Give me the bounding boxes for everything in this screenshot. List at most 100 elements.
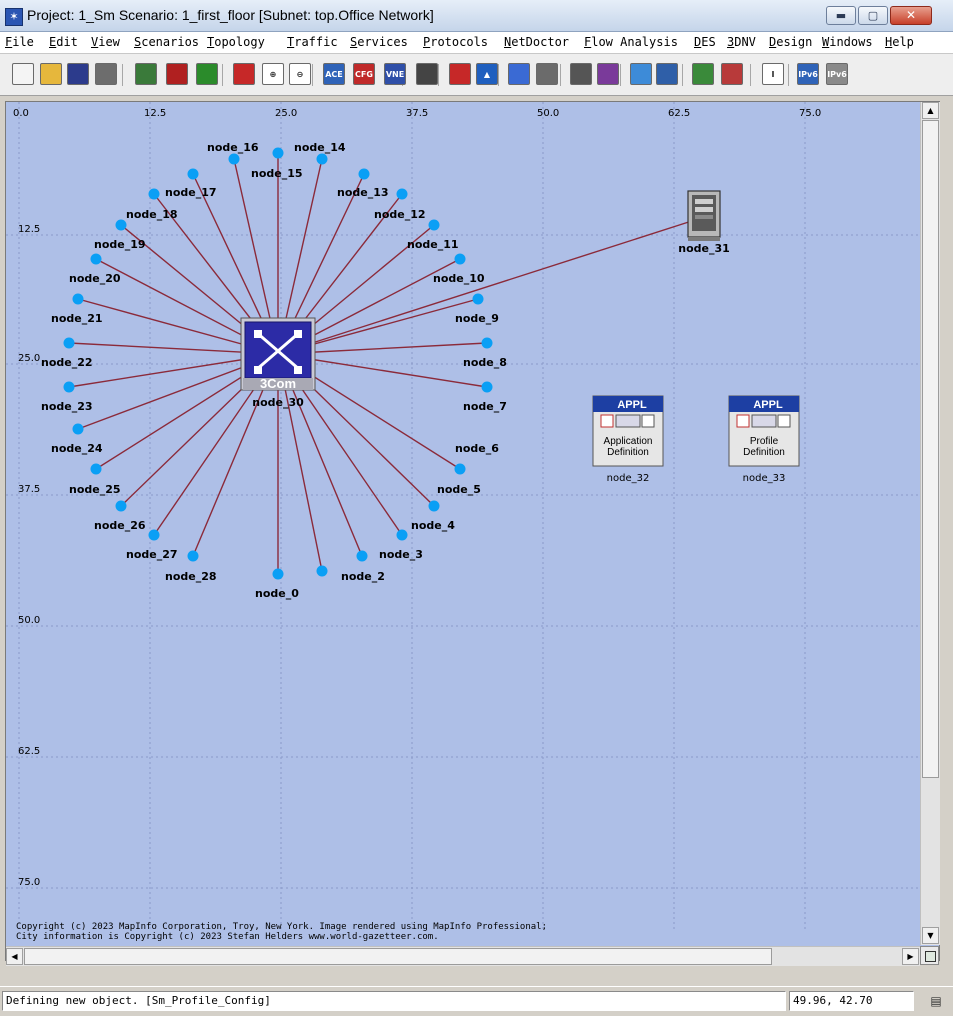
menu-file[interactable]: File [5, 35, 34, 49]
workstation-node-icon[interactable] [148, 188, 160, 200]
menu-edit[interactable]: Edit [49, 35, 78, 49]
new-project-icon[interactable] [12, 63, 34, 85]
menu-help[interactable]: Help [885, 35, 914, 49]
route-icon[interactable] [597, 63, 619, 85]
node-label-node_23: node_23 [41, 400, 93, 413]
workstation-node-icon[interactable] [228, 153, 240, 165]
menu-flow-analysis[interactable]: Flow Analysis [584, 35, 678, 49]
menu-view[interactable]: View [91, 35, 120, 49]
workstation-node-icon[interactable] [428, 219, 440, 231]
vne-icon[interactable]: VNE [384, 63, 406, 85]
scroll-down-arrow-icon[interactable]: ▼ [922, 927, 939, 944]
workstation-node-icon[interactable] [316, 565, 328, 577]
minimize-button[interactable]: ▬ [826, 6, 856, 25]
wand-icon[interactable] [570, 63, 592, 85]
workstation-node-icon[interactable] [72, 423, 84, 435]
toolbar-separator [312, 64, 313, 86]
menu-netdoctor[interactable]: NetDoctor [504, 35, 570, 49]
ace-icon[interactable]: ACE [323, 63, 345, 85]
object-palette-icon[interactable] [135, 63, 157, 85]
node-label-node_32: node_32 [607, 473, 650, 484]
vertical-scroll-thumb[interactable] [922, 120, 939, 778]
maximize-button[interactable]: ▢ [858, 6, 888, 25]
workstation-node-icon[interactable] [272, 568, 284, 580]
workstation-node-icon[interactable] [148, 529, 160, 541]
workstation-node-icon[interactable] [115, 219, 127, 231]
node-label-node_27: node_27 [126, 548, 178, 561]
topology-icon-b[interactable] [536, 63, 558, 85]
workstation-node-icon[interactable] [428, 500, 440, 512]
recover-node-icon[interactable] [196, 63, 218, 85]
menu-des[interactable]: DES [694, 35, 716, 49]
menu-design[interactable]: Design [769, 35, 813, 49]
workstation-node-icon[interactable] [90, 253, 102, 265]
scroll-up-arrow-icon[interactable]: ▲ [922, 102, 939, 119]
node-label-node_33: node_33 [743, 473, 786, 484]
status-log-icon[interactable]: ▤ [930, 994, 942, 1008]
workstation-node-icon[interactable] [481, 381, 493, 393]
zoom-in-icon[interactable]: ⊕ [262, 63, 284, 85]
workstation-node-icon[interactable] [454, 463, 466, 475]
workstation-node-icon[interactable] [316, 153, 328, 165]
title-bar[interactable]: ✶ Project: 1_Sm Scenario: 1_first_floor … [0, 0, 953, 32]
run-simulation-icon[interactable] [449, 63, 471, 85]
workstation-node-icon[interactable] [187, 168, 199, 180]
configure-node-icon[interactable] [233, 63, 255, 85]
cfg-icon[interactable]: CFG [353, 63, 375, 85]
overview-toggle-icon[interactable] [920, 946, 939, 965]
rsvp-icon[interactable] [656, 63, 678, 85]
workstation-node-icon[interactable] [396, 188, 408, 200]
scroll-right-arrow-icon[interactable]: ▶ [902, 948, 919, 965]
menu-services[interactable]: Services [350, 35, 408, 49]
switch-node-30[interactable]: 3Com [240, 317, 316, 391]
workstation-node-icon[interactable] [454, 253, 466, 265]
topology-icon-a[interactable] [508, 63, 530, 85]
y-tick-label: 50.0 [18, 615, 40, 626]
workstation-node-icon[interactable] [358, 168, 370, 180]
ipv6-icon-b[interactable]: IPv6 [826, 63, 848, 85]
vertical-scrollbar[interactable]: ▲ ▼ [920, 102, 940, 945]
import-icon[interactable] [630, 63, 652, 85]
menu-3dnv[interactable]: 3DNV [727, 35, 756, 49]
link-node_31[interactable] [277, 218, 699, 355]
fail-node-icon[interactable] [166, 63, 188, 85]
zoom-out-icon[interactable]: ⊖ [289, 63, 311, 85]
info-icon[interactable]: I [762, 63, 784, 85]
workstation-node-icon[interactable] [481, 337, 493, 349]
horizontal-scroll-thumb[interactable] [24, 948, 772, 965]
workstation-node-icon[interactable] [356, 550, 368, 562]
close-button[interactable]: ✕ [890, 6, 932, 25]
menu-windows[interactable]: Windows [822, 35, 873, 49]
workstation-node-icon[interactable] [115, 500, 127, 512]
open-folder-icon[interactable] [40, 63, 62, 85]
print-icon[interactable] [95, 63, 117, 85]
menu-traffic[interactable]: Traffic [287, 35, 338, 49]
traffic-light-icon[interactable] [416, 63, 438, 85]
save-icon[interactable] [67, 63, 89, 85]
workstation-node-icon[interactable] [63, 381, 75, 393]
workstation-node-icon[interactable] [272, 147, 284, 159]
server-node-31[interactable] [687, 190, 721, 241]
menu-topology[interactable]: Topology [207, 35, 265, 49]
menu-scenarios[interactable]: Scenarios [134, 35, 200, 49]
workstation-node-icon[interactable] [90, 463, 102, 475]
workstation-node-icon[interactable] [72, 293, 84, 305]
ipv6-icon-a[interactable]: IPv6 [797, 63, 819, 85]
horizontal-scrollbar[interactable]: ◀ ▶ [6, 946, 920, 966]
graph-icon-a[interactable] [692, 63, 714, 85]
view-results-icon[interactable]: ▲ [476, 63, 498, 85]
status-message: Defining new object. [Sm_Profile_Config] [2, 991, 786, 1011]
menu-protocols[interactable]: Protocols [423, 35, 489, 49]
workstation-node-icon[interactable] [187, 550, 199, 562]
workstation-node-icon[interactable] [472, 293, 484, 305]
workstation-node-icon[interactable] [63, 337, 75, 349]
toolbar-separator [682, 64, 683, 86]
scroll-left-arrow-icon[interactable]: ◀ [6, 948, 23, 965]
graph-icon-b[interactable] [721, 63, 743, 85]
workstation-node-icon[interactable] [396, 529, 408, 541]
